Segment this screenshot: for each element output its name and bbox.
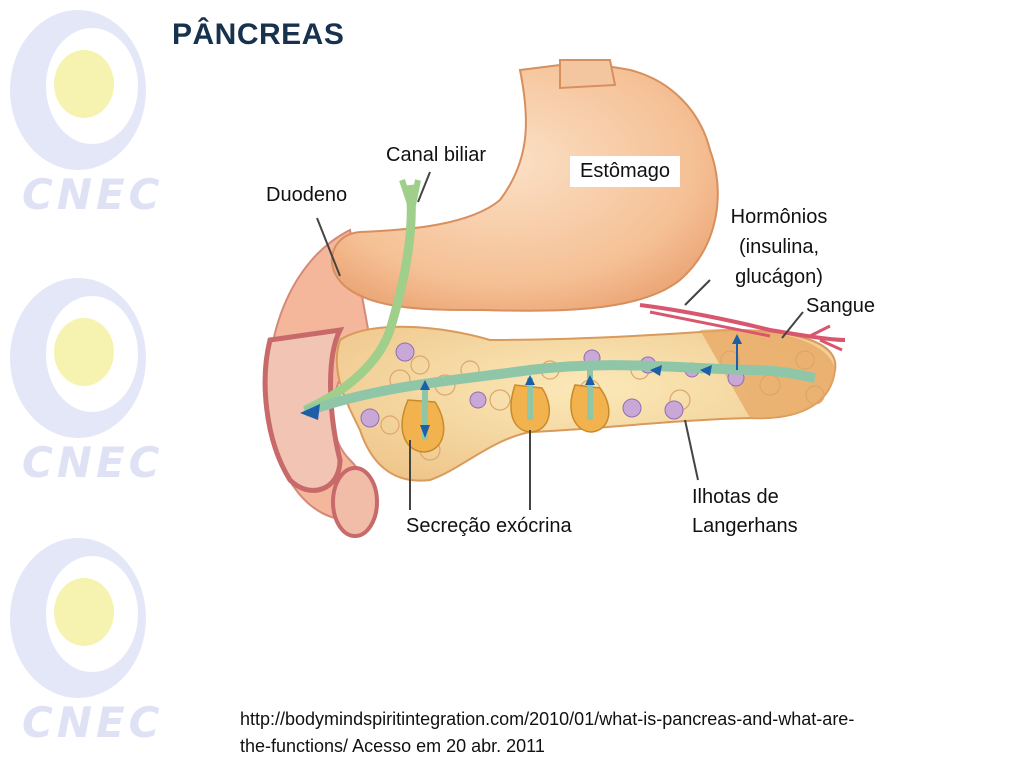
label-hormonios: Hormônios (insulina, glucágon): [714, 202, 844, 292]
citation-line1: http://bodymindspiritintegration.com/201…: [240, 709, 855, 729]
cnec-emblem-icon: [10, 278, 146, 438]
cnec-emblem-icon: [10, 538, 146, 698]
label-canal-biliar: Canal biliar: [386, 144, 487, 166]
pancreas-illustration: [262, 59, 846, 538]
label-ilhotas-line1: Ilhotas de: [692, 486, 779, 508]
label-hormonios-line1: Hormônios: [730, 206, 828, 228]
cnec-logo-2: CNEC: [0, 268, 160, 508]
pancreatic-duct: [303, 360, 816, 417]
cnec-logo-text: CNEC: [22, 170, 164, 219]
label-hormonios-line3: glucágon): [735, 266, 823, 288]
cnec-logo-text: CNEC: [22, 698, 164, 747]
source-citation: http://bodymindspiritintegration.com/201…: [240, 706, 1000, 760]
label-secrecao-exocrina: Secreção exócrina: [406, 515, 572, 537]
page-title: PÂNCREAS: [172, 18, 345, 51]
cnec-logo-1: CNEC: [0, 0, 160, 240]
cnec-logo-3: CNEC: [0, 528, 160, 768]
pancreas: [335, 325, 837, 482]
cnec-logo-text: CNEC: [22, 438, 164, 487]
label-estomago: Estômago: [570, 156, 681, 187]
citation-line2: the-functions/ Acesso em 20 abr. 2011: [240, 736, 545, 756]
duodenum: [262, 228, 379, 538]
cnec-emblem-icon: [10, 10, 146, 170]
leader-lines: [316, 171, 804, 510]
blood-vessel: [639, 303, 846, 342]
label-ilhotas: Ilhotas de Langerhans: [692, 483, 798, 541]
label-ilhotas-line2: Langerhans: [692, 515, 798, 537]
label-hormonios-line2: (insulina,: [738, 236, 820, 258]
duct-arrows: [300, 365, 712, 438]
bile-duct: [303, 184, 416, 415]
label-duodeno: Duodeno: [266, 184, 348, 206]
stomach: [331, 59, 719, 312]
label-sangue: Sangue: [806, 295, 875, 317]
